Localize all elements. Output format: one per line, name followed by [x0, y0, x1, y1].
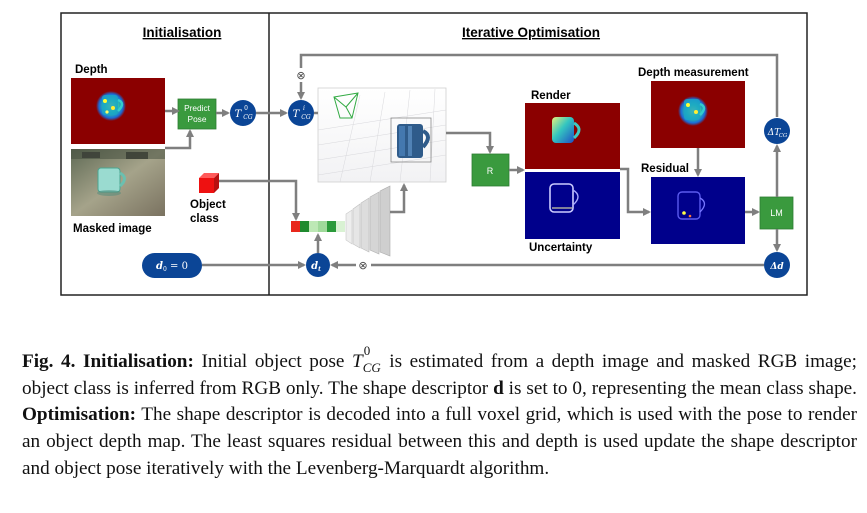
masked-image-label: Masked image	[73, 223, 152, 235]
caption-init-heading: Initialisation:	[82, 351, 194, 373]
pose-update-sub: CG	[779, 133, 788, 139]
predict-pose-box: Predict Pose	[177, 98, 217, 130]
pose-current-sub: CG	[301, 114, 311, 121]
object-class-cube	[199, 173, 219, 193]
descriptor-current-node: dt	[306, 253, 330, 277]
levenberg-marquardt-box: LM	[759, 196, 794, 230]
predict-pose-label-2: Pose	[188, 114, 207, 124]
initial-descriptor-node: d0 = 0	[142, 253, 202, 278]
section-title-opt: Iterative Optimisation	[462, 25, 600, 40]
shape-update-node: Δd	[764, 252, 790, 278]
pose-update-node: ΔT CG	[764, 118, 790, 144]
caption-text-3: is set to 0, representing the mean class…	[503, 377, 857, 399]
caption-pose-symbol: T	[352, 351, 363, 373]
pose-initial-symbol: T	[235, 109, 243, 120]
voxel-scene-image	[317, 87, 447, 183]
depth-measurement-label: Depth measurement	[638, 67, 749, 79]
shape-update-symbol: Δd	[769, 262, 784, 272]
levenberg-marquardt-label: LM	[770, 208, 783, 218]
pose-current-node: T i CG	[288, 100, 314, 126]
caption-opt-heading: Optimisation:	[22, 404, 137, 426]
pose-update-symbol: ΔT	[767, 128, 781, 138]
renderer-box-label: R	[487, 166, 494, 176]
caption-pose-sub: CG	[362, 360, 381, 375]
pose-initial-node: T 0 CG	[230, 100, 256, 126]
pose-initial-sub: CG	[243, 114, 253, 121]
object-class-label-1: Object	[190, 199, 226, 211]
latent-code-vector	[291, 221, 345, 232]
initial-descriptor-label: d0 = 0	[156, 261, 188, 273]
compose-operator-top: ⊗	[296, 69, 305, 82]
decoder-network	[345, 185, 391, 257]
caption-text-4: The shape descriptor is decoded into a f…	[22, 404, 857, 479]
connector-arrows	[165, 53, 781, 269]
predict-pose-label-1: Predict	[184, 103, 211, 113]
diagram-frame	[60, 12, 808, 296]
descriptor-current-label: dt	[311, 261, 321, 273]
render-label: Render	[531, 90, 571, 102]
caption-text-1: Initial object pose	[193, 351, 353, 373]
depth-label: Depth	[75, 64, 108, 76]
pose-initial-sup: 0	[244, 105, 248, 112]
caption-descriptor-symbol: d	[493, 377, 504, 399]
object-class-label-2: class	[190, 213, 219, 225]
renderer-box: R	[471, 153, 510, 187]
caption-text-2: is estimated from a depth image and mask…	[22, 351, 857, 399]
depth-measurement-image	[651, 81, 745, 148]
masked-image	[71, 149, 165, 216]
figure-caption: Fig. 4. Initialisation: Initial object p…	[22, 343, 857, 482]
residual-image	[651, 177, 745, 244]
render-image	[525, 103, 620, 169]
section-title-init: Initialisation	[143, 25, 222, 40]
compose-operator-bottom: ⊗	[358, 259, 367, 272]
residual-label: Residual	[641, 163, 689, 175]
caption-pose-sup: 0	[363, 343, 371, 358]
uncertainty-label: Uncertainty	[529, 242, 593, 254]
pose-current-symbol: T	[293, 109, 301, 120]
depth-image	[71, 78, 165, 144]
uncertainty-image	[525, 172, 620, 239]
caption-figure-number: Fig. 4.	[22, 351, 76, 373]
pose-current-sup: i	[303, 105, 305, 112]
